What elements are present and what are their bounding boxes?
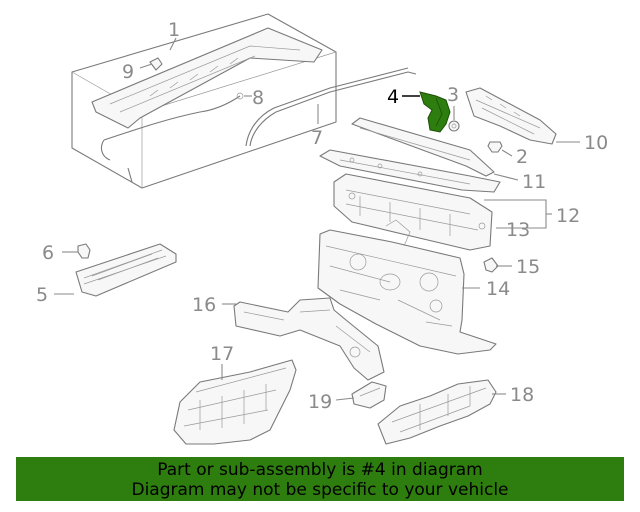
part-4-highlighted-bracket (419, 91, 451, 133)
part-6-fastener (77, 243, 91, 259)
leader-lines (54, 37, 580, 401)
leader-2 (501, 149, 513, 157)
callout-15[interactable]: 15 (516, 256, 540, 278)
leader-9 (139, 63, 153, 69)
part-14-dash-panel (317, 219, 497, 355)
callout-14[interactable]: 14 (486, 278, 510, 300)
part-1-cowl-panel-assembly (71, 13, 337, 189)
diagram-notice-banner: Part or sub-assembly is #4 in diagram Di… (16, 457, 624, 501)
part-13-plenum (333, 173, 493, 251)
callout-6[interactable]: 6 (42, 242, 54, 264)
banner-line-1: Part or sub-assembly is #4 in diagram (157, 460, 483, 480)
callout-12[interactable]: 12 (556, 205, 580, 227)
part-2-clip (487, 141, 503, 153)
banner-line-2: Diagram may not be specific to your vehi… (131, 480, 509, 500)
leader-1 (169, 37, 177, 51)
callout-11[interactable]: 11 (522, 171, 546, 193)
callout-4[interactable]: 4 (387, 86, 399, 108)
leader-11 (493, 173, 519, 181)
part-17-ip-carrier (173, 359, 297, 445)
callout-17[interactable]: 17 (210, 343, 234, 365)
parts-diagram: 1 9 8 7 4 3 10 2 11 12 13 15 14 16 6 5 1… (36, 13, 608, 445)
part-5-sill-plate (75, 243, 177, 297)
leader-19 (335, 397, 355, 401)
callout-18[interactable]: 18 (510, 384, 534, 406)
callout-19[interactable]: 19 (308, 391, 332, 413)
callout-3[interactable]: 3 (447, 84, 459, 106)
part-19-bracket (351, 381, 387, 409)
callout-7[interactable]: 7 (311, 127, 323, 149)
part-10-side-extension (465, 87, 557, 145)
callout-9[interactable]: 9 (122, 61, 134, 83)
part-18-center-support (377, 379, 497, 445)
part-3-fastener (448, 120, 460, 132)
callout-1[interactable]: 1 (168, 19, 180, 41)
callout-5[interactable]: 5 (36, 284, 48, 306)
callout-10[interactable]: 10 (584, 132, 608, 154)
part-7-weatherstrip (245, 67, 417, 147)
part-11-cowl-top-panel (319, 117, 501, 193)
part-16-cross-bar (233, 297, 385, 381)
callout-16[interactable]: 16 (192, 294, 216, 316)
part-15-clip (483, 257, 499, 273)
callout-8[interactable]: 8 (252, 87, 264, 109)
callout-2[interactable]: 2 (516, 146, 528, 168)
callout-13[interactable]: 13 (506, 219, 530, 241)
